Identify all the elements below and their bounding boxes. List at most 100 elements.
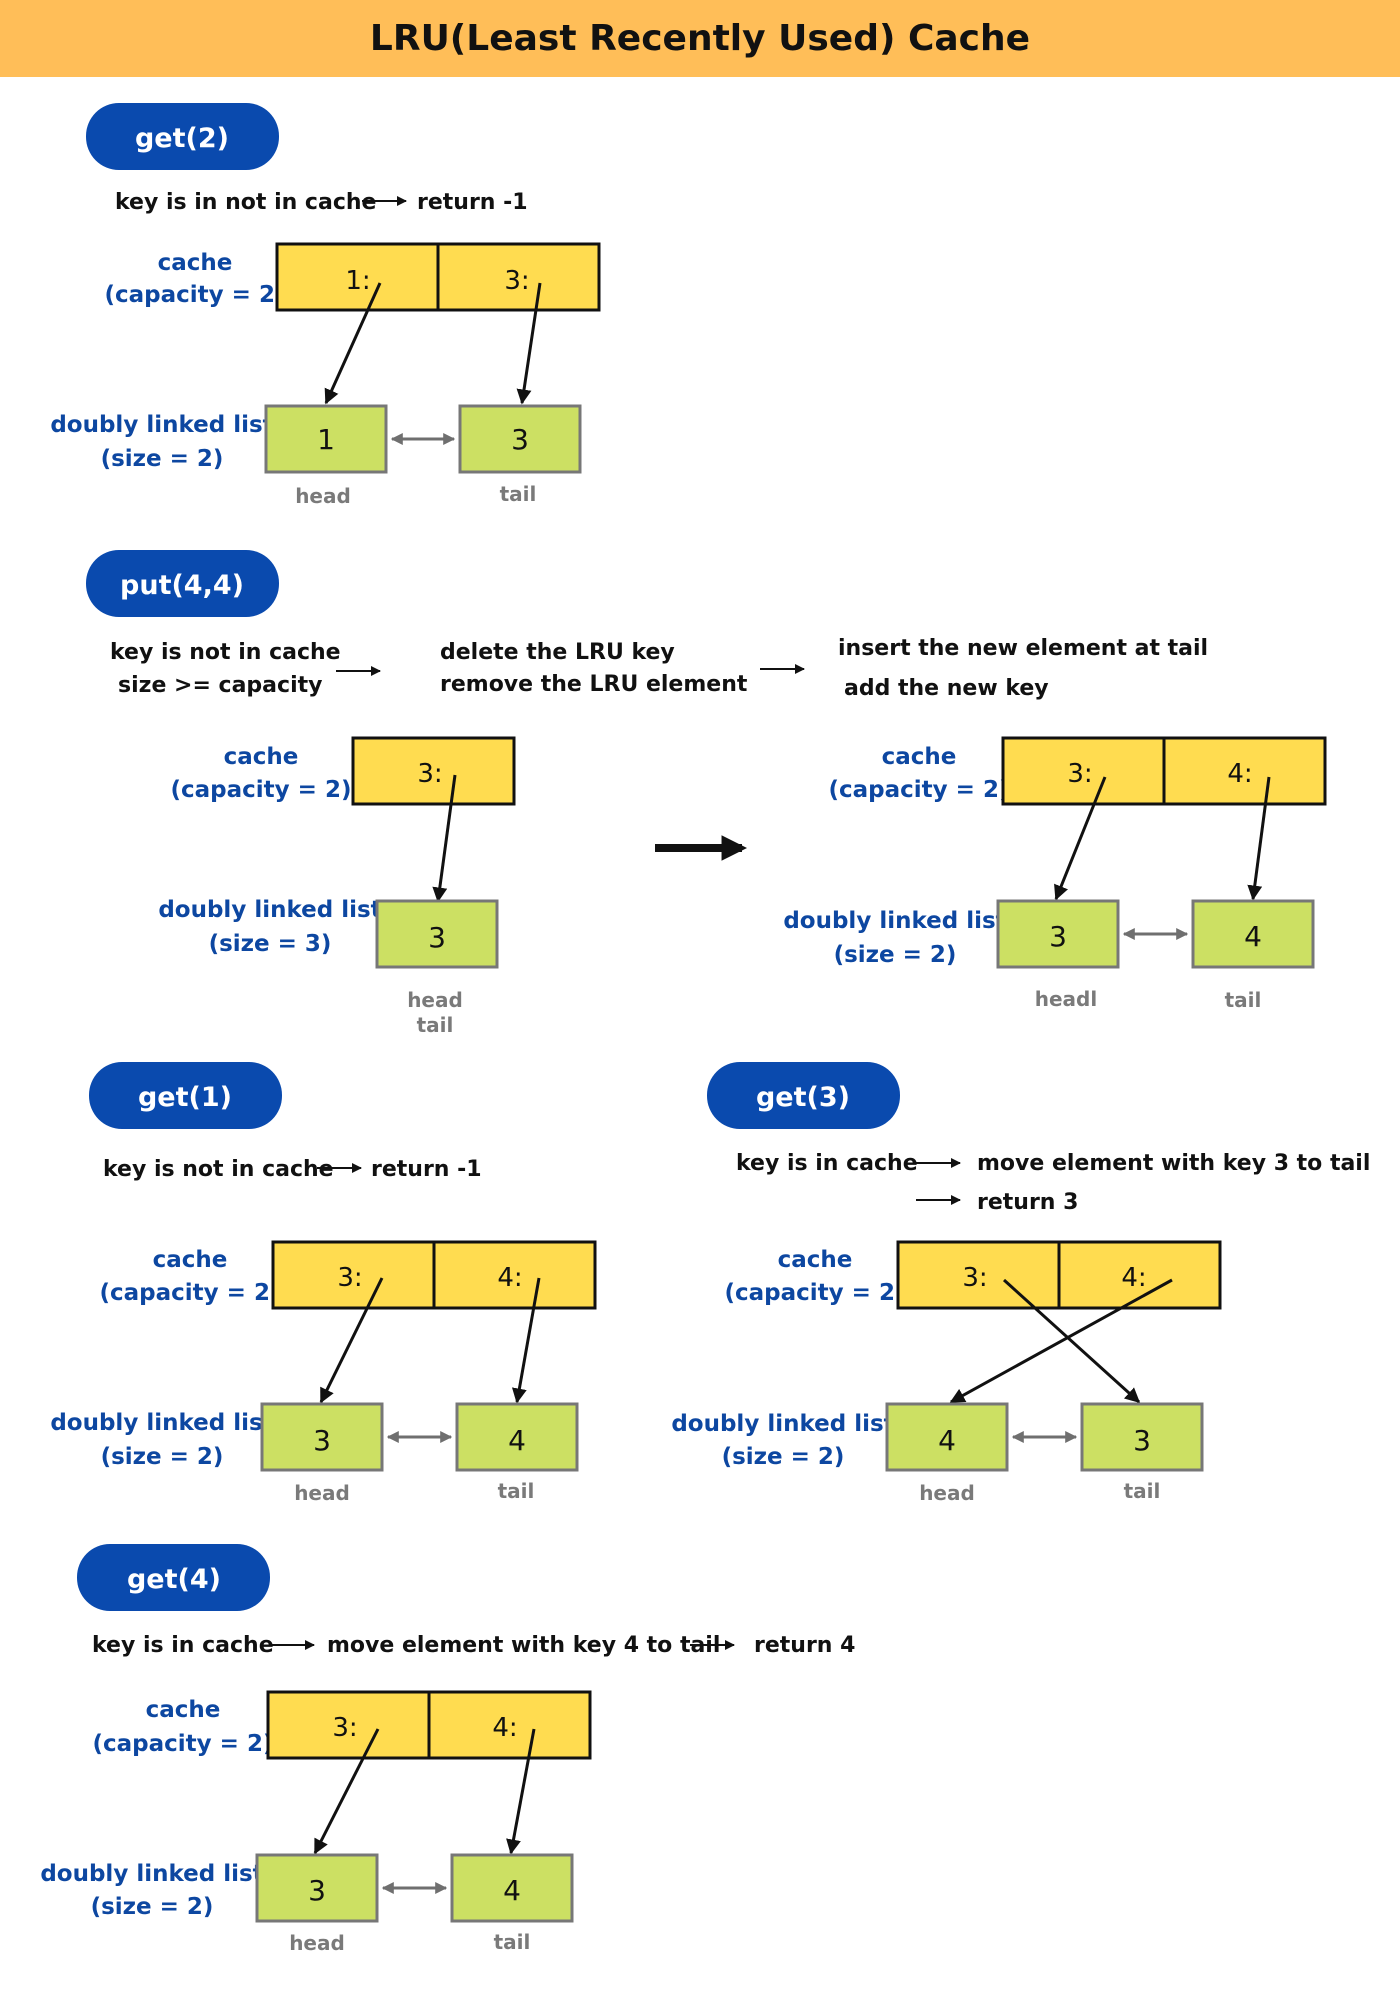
operation-pill <box>86 550 279 617</box>
operation-pill <box>77 1544 270 1611</box>
cache-key: 4: <box>497 1263 522 1293</box>
pointer-arrow <box>319 1277 384 1404</box>
list-node <box>450 1853 574 1923</box>
head-label: head <box>919 1481 975 1505</box>
operation-pill <box>89 1062 282 1129</box>
capacity-label: (capacity = 2) <box>100 1280 281 1306</box>
cache-key: 3: <box>962 1263 987 1293</box>
cache-cell <box>271 1240 436 1310</box>
cache-cell <box>432 1240 597 1310</box>
cache-cell <box>275 242 440 312</box>
list-node <box>255 1853 379 1923</box>
cache-label: cache <box>224 744 299 770</box>
section-get-4: get(4) key is in cache move element with… <box>40 1544 855 1955</box>
capacity-label: (capacity = 2) <box>105 282 286 308</box>
operation-label: get(4) <box>127 1564 221 1595</box>
pointer-arrow <box>516 282 542 405</box>
node-value: 4 <box>503 1874 521 1907</box>
cache-cell <box>896 1240 1061 1310</box>
cache-cell <box>266 1690 431 1760</box>
list-label: doubly linked list <box>40 1861 263 1887</box>
head-label: head <box>289 1931 345 1955</box>
capacity-label: (capacity = 2) <box>829 777 1010 803</box>
node-value: 1 <box>317 423 335 456</box>
pointer-arrow <box>1002 1278 1141 1404</box>
pointer-arrow <box>1247 776 1271 901</box>
cache-label: cache <box>882 744 957 770</box>
cache-cell <box>1162 736 1327 806</box>
list-label: doubly linked list <box>50 412 273 438</box>
list-node <box>260 1402 384 1472</box>
pointer-arrow <box>432 774 457 903</box>
pointer-arrow <box>313 1728 380 1855</box>
node-value: 4 <box>508 1424 526 1457</box>
list-node <box>375 899 499 969</box>
result-text: return -1 <box>371 1157 482 1182</box>
pointer-arrow <box>1054 776 1107 901</box>
head-label: headl <box>1035 987 1097 1011</box>
description-text: key is in cache <box>92 1633 274 1658</box>
tail-label: tail <box>498 1479 535 1503</box>
pointer-arrow <box>506 1728 536 1855</box>
description-text: key is not in cache <box>103 1157 334 1182</box>
cache-key: 3: <box>504 266 529 296</box>
list-node <box>1191 899 1315 969</box>
node-value: 3 <box>511 423 529 456</box>
capacity-label: (capacity = 2) <box>725 1280 906 1306</box>
list-label: doubly linked list <box>50 1410 273 1436</box>
step-text: delete the LRU key <box>440 640 675 665</box>
step-text: key is not in cache <box>110 640 341 665</box>
list-node <box>1080 1402 1204 1472</box>
action-text: move element with key 3 to tail <box>977 1151 1370 1176</box>
cache-key: 4: <box>1121 1263 1146 1293</box>
cache-key: 1: <box>345 266 370 296</box>
size-label: (size = 2) <box>101 446 224 472</box>
tail-label: tail <box>494 1930 531 1954</box>
tail-label: tail <box>1124 1479 1161 1503</box>
tail-label: tail <box>500 482 537 506</box>
capacity-label: (capacity = 2) <box>93 1731 274 1757</box>
list-node <box>885 1402 1009 1472</box>
cache-label: cache <box>158 250 233 276</box>
list-label: doubly linked list <box>158 897 381 923</box>
head-label: head <box>407 988 463 1012</box>
cache-cell <box>436 242 601 312</box>
pointer-arrow <box>511 1277 541 1404</box>
cache-label: cache <box>778 1247 853 1273</box>
size-label: (size = 2) <box>91 1894 214 1920</box>
cache-key: 3: <box>337 1263 362 1293</box>
node-value: 3 <box>308 1874 326 1907</box>
tail-label: tail <box>417 1013 454 1037</box>
operation-label: get(1) <box>138 1082 232 1113</box>
node-value: 4 <box>938 1424 956 1457</box>
cache-cell <box>427 1690 592 1760</box>
step-text: remove the LRU element <box>440 672 748 697</box>
pointer-arrow <box>324 282 382 405</box>
node-value: 4 <box>1244 920 1262 953</box>
cache-cell <box>351 736 516 806</box>
cache-label: cache <box>153 1247 228 1273</box>
size-label: (size = 2) <box>722 1444 845 1470</box>
list-label: doubly linked list <box>783 908 1006 934</box>
page-title: LRU(Least Recently Used) Cache <box>369 18 1031 59</box>
pointer-arrow <box>949 1278 1173 1404</box>
result-text: return -1 <box>417 190 528 215</box>
capacity-label: (capacity = 2) <box>171 777 352 803</box>
action-text: move element with key 4 to tail <box>327 1633 720 1658</box>
result-text: return 3 <box>977 1190 1078 1215</box>
list-node <box>458 404 582 474</box>
node-value: 3 <box>1133 1424 1151 1457</box>
list-node <box>455 1402 579 1472</box>
cache-key: 4: <box>492 1713 517 1743</box>
description-text: key is in not in cache <box>115 190 376 215</box>
operation-label: put(4,4) <box>120 570 244 601</box>
cache-key: 3: <box>1067 759 1092 789</box>
size-label: (size = 2) <box>834 942 957 968</box>
section-put-4-4: put(4,4) key is not in cache size >= cap… <box>86 550 1327 1037</box>
operation-pill <box>86 103 279 170</box>
step-text: size >= capacity <box>118 673 322 698</box>
cache-label: cache <box>146 1697 221 1723</box>
cache-key: 3: <box>417 759 442 789</box>
title-banner: LRU(Least Recently Used) Cache <box>0 0 1400 77</box>
